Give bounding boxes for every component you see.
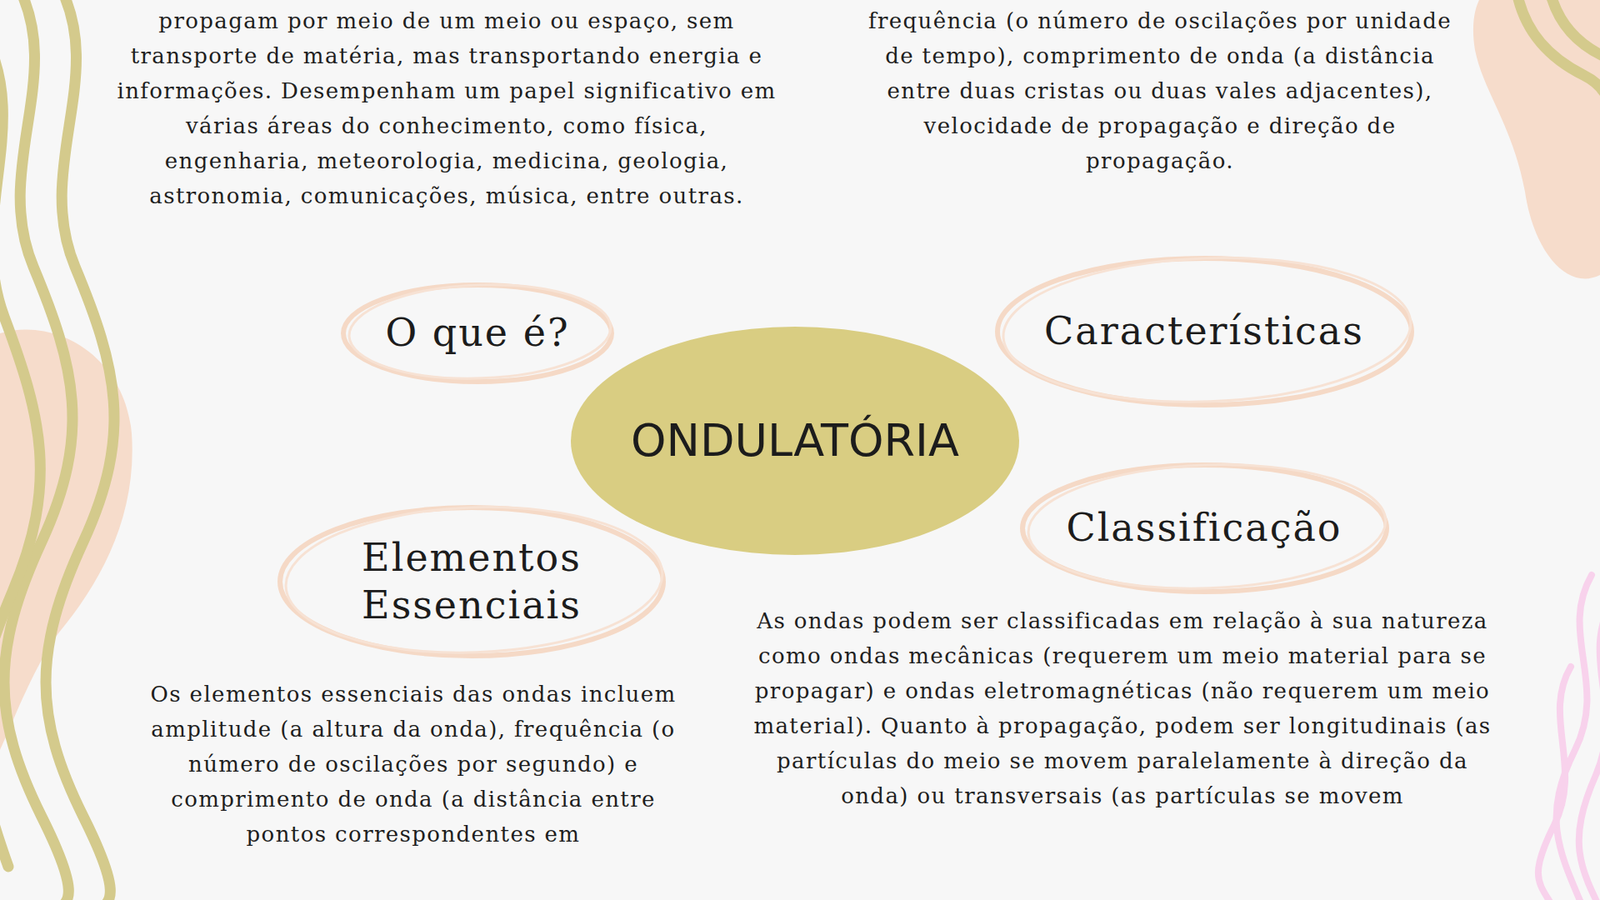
central-title: ONDULATÓRIA [630,412,960,470]
wave-line [1579,600,1600,900]
wave-line [1538,666,1571,900]
topic-heading: O que é? [385,309,570,358]
ellipse-outline [276,504,667,660]
topic-ellipse: Elementos Essenciais [276,504,667,660]
body-text: As ondas podem ser classificadas em rela… [747,603,1498,814]
wave-line [1550,0,1600,59]
wave-line [1516,0,1600,125]
central-ellipse: ONDULATÓRIA [570,326,1020,555]
topic-ellipse: Características [994,255,1415,409]
topic-ellipse: O que é? [340,281,615,385]
wave-line [0,33,40,867]
body-text: propagam por meio de um meio ou espaço, … [113,3,780,214]
topic-heading: Elementos Essenciais [334,534,610,630]
topic-heading: Características [1044,307,1365,356]
topic-ellipse: Classificação [1019,461,1390,595]
body-text: frequência (o número de oscilações por u… [860,3,1460,179]
body-text: Os elementos essenciais das ondas inclue… [138,676,689,852]
topic-heading: Classificação [1065,504,1342,553]
wave-line [45,0,115,900]
